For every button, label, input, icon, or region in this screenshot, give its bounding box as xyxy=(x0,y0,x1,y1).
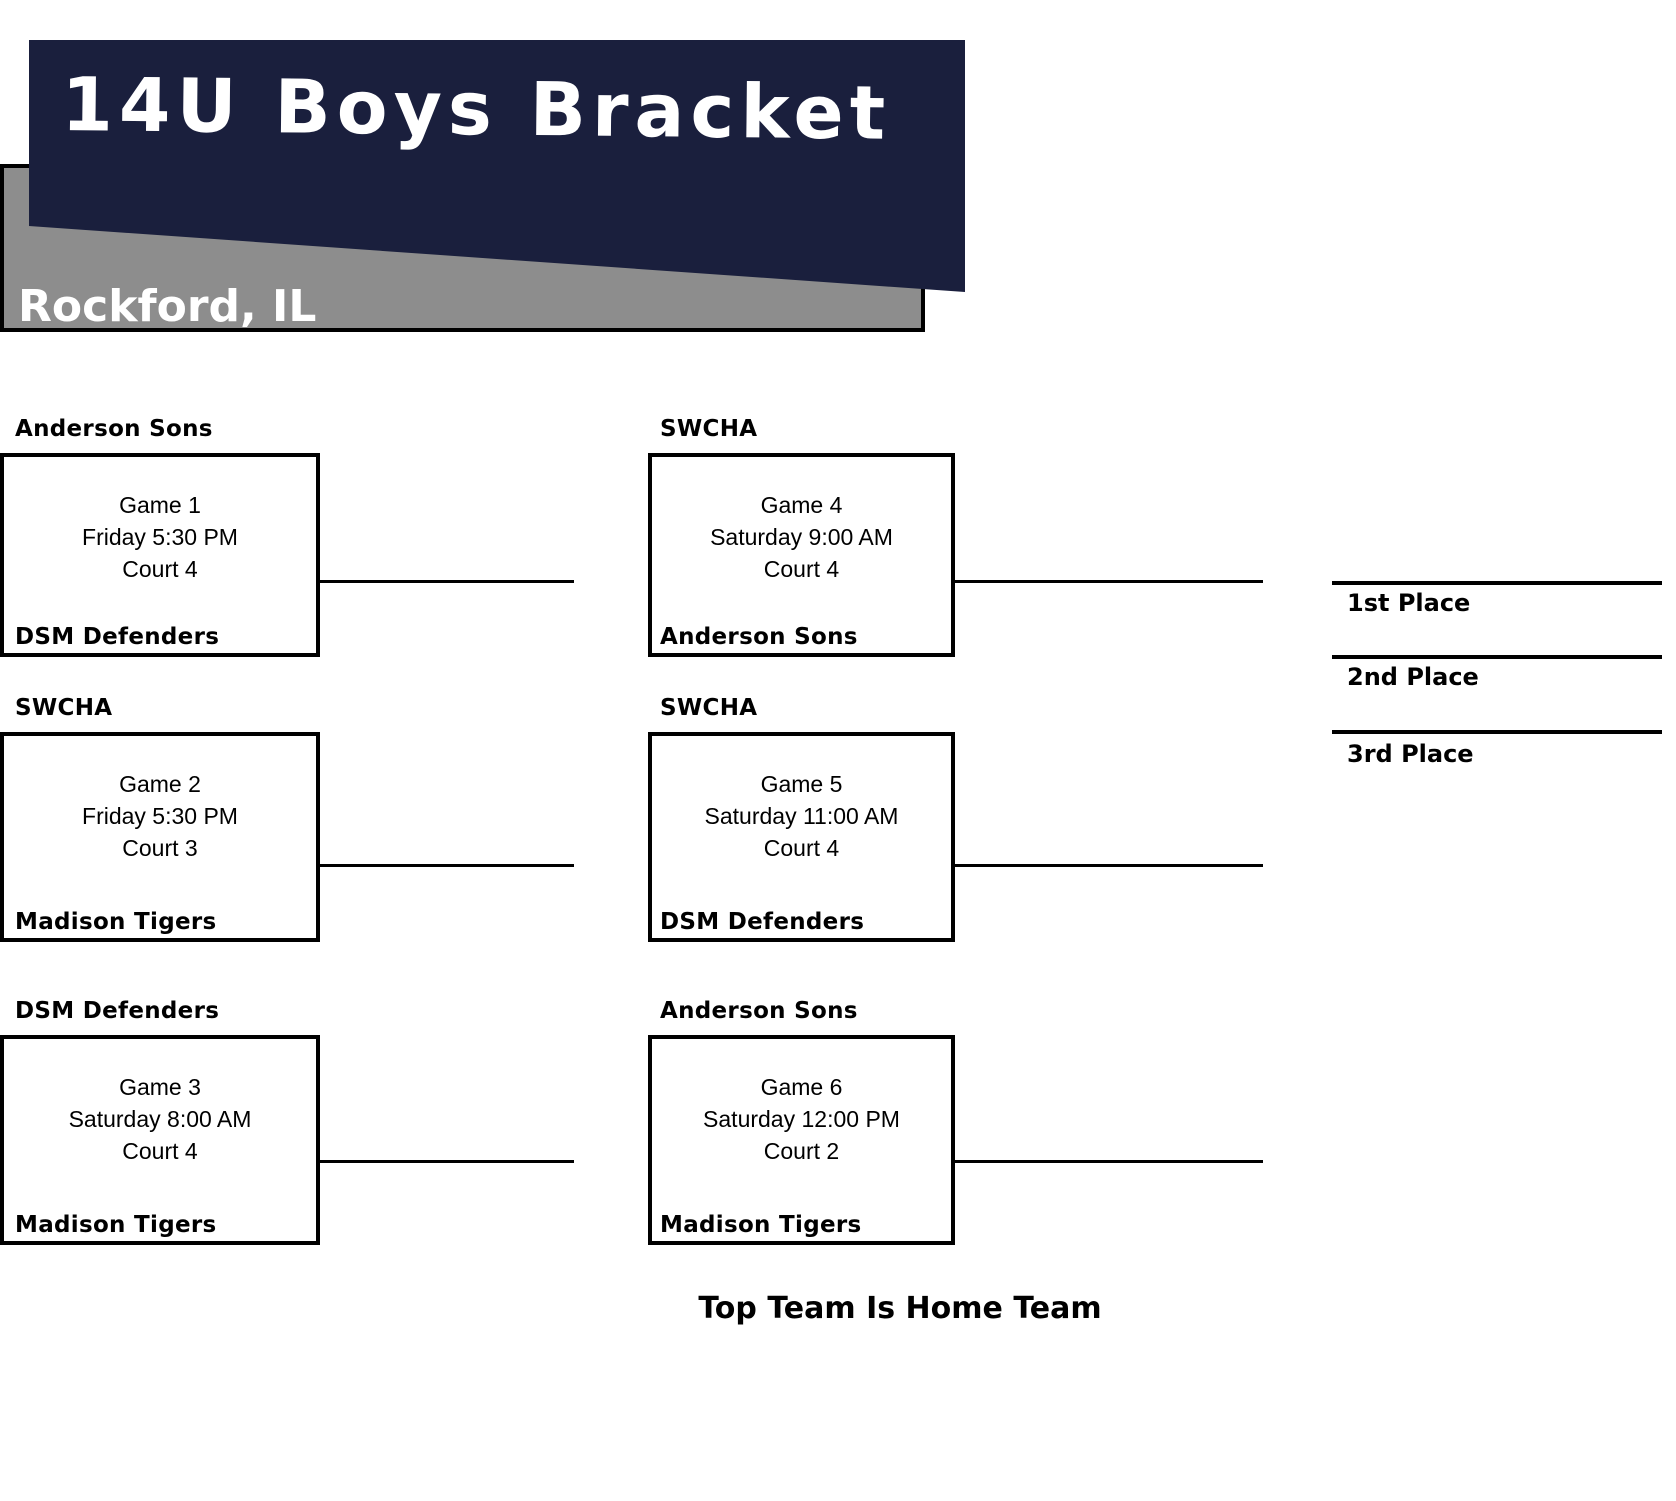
game-6-box xyxy=(648,1035,955,1245)
game-2-info: Game 2 Friday 5:30 PM Court 3 xyxy=(0,768,320,864)
game-6-connector-line xyxy=(955,1160,1263,1163)
game-1-name: Game 1 xyxy=(119,492,201,518)
game-1-bottom-team: DSM Defenders xyxy=(15,624,220,650)
game-5-name: Game 5 xyxy=(760,771,843,797)
second-place-label: 2nd Place xyxy=(1347,663,1479,691)
page-title: 14U Boys Bracket xyxy=(61,62,892,157)
game-2-time: Friday 5:30 PM xyxy=(82,803,238,829)
game-1-top-team: Anderson Sons xyxy=(15,416,213,442)
game-2-bottom-team: Madison Tigers xyxy=(15,909,217,935)
game-3-court: Court 4 xyxy=(122,1138,198,1164)
game-4-bottom-team: Anderson Sons xyxy=(660,624,858,650)
game-4-court: Court 4 xyxy=(763,556,840,582)
game-1-court: Court 4 xyxy=(122,556,198,582)
game-3-connector-line xyxy=(320,1160,574,1163)
game-2-top-team: SWCHA xyxy=(15,695,113,721)
game-2-box xyxy=(0,732,320,942)
home-team-note: Top Team Is Home Team xyxy=(698,1291,1102,1326)
game-6-info: Game 6 Saturday 12:00 PM Court 2 xyxy=(648,1071,955,1167)
header-banner xyxy=(0,40,965,332)
game-1-info: Game 1 Friday 5:30 PM Court 4 xyxy=(0,489,320,585)
game-6-time: Saturday 12:00 PM xyxy=(703,1106,900,1132)
game-5-connector-line xyxy=(955,864,1263,867)
third-place-line xyxy=(1332,730,1662,734)
game-4-box xyxy=(648,453,955,657)
game-1-time: Friday 5:30 PM xyxy=(82,524,238,550)
first-place-line xyxy=(1332,581,1662,585)
game-3-top-team: DSM Defenders xyxy=(15,998,220,1024)
game-5-court: Court 4 xyxy=(763,835,840,861)
game-2-name: Game 2 xyxy=(119,771,201,797)
game-5-info: Game 5 Saturday 11:00 AM Court 4 xyxy=(648,768,955,864)
game-6-name: Game 6 xyxy=(760,1074,843,1100)
game-3-time: Saturday 8:00 AM xyxy=(68,1106,252,1132)
game-6-bottom-team: Madison Tigers xyxy=(660,1212,862,1238)
navy-banner-shape xyxy=(29,40,965,292)
game-4-connector-line xyxy=(955,580,1263,583)
game-1-connector-line xyxy=(320,580,574,583)
game-5-bottom-team: DSM Defenders xyxy=(660,909,865,935)
game-4-name: Game 4 xyxy=(760,492,843,518)
game-5-box xyxy=(648,732,955,942)
second-place-line xyxy=(1332,655,1662,659)
game-2-court: Court 3 xyxy=(122,835,198,861)
third-place-label: 3rd Place xyxy=(1347,740,1474,768)
game-6-court: Court 2 xyxy=(763,1138,840,1164)
game-4-info: Game 4 Saturday 9:00 AM Court 4 xyxy=(648,489,955,585)
game-6-top-team: Anderson Sons xyxy=(660,998,858,1024)
header-location: Rockford, IL xyxy=(18,281,317,332)
game-4-time: Saturday 9:00 AM xyxy=(710,524,893,550)
first-place-label: 1st Place xyxy=(1347,589,1471,617)
game-3-name: Game 3 xyxy=(119,1074,201,1100)
game-3-info: Game 3 Saturday 8:00 AM Court 4 xyxy=(0,1071,320,1167)
game-3-box xyxy=(0,1035,320,1245)
game-5-time: Saturday 11:00 AM xyxy=(704,803,899,829)
game-2-connector-line xyxy=(320,864,574,867)
game-5-top-team: SWCHA xyxy=(660,695,758,721)
game-4-top-team: SWCHA xyxy=(660,416,758,442)
game-1-box xyxy=(0,453,320,657)
game-3-bottom-team: Madison Tigers xyxy=(15,1212,217,1238)
